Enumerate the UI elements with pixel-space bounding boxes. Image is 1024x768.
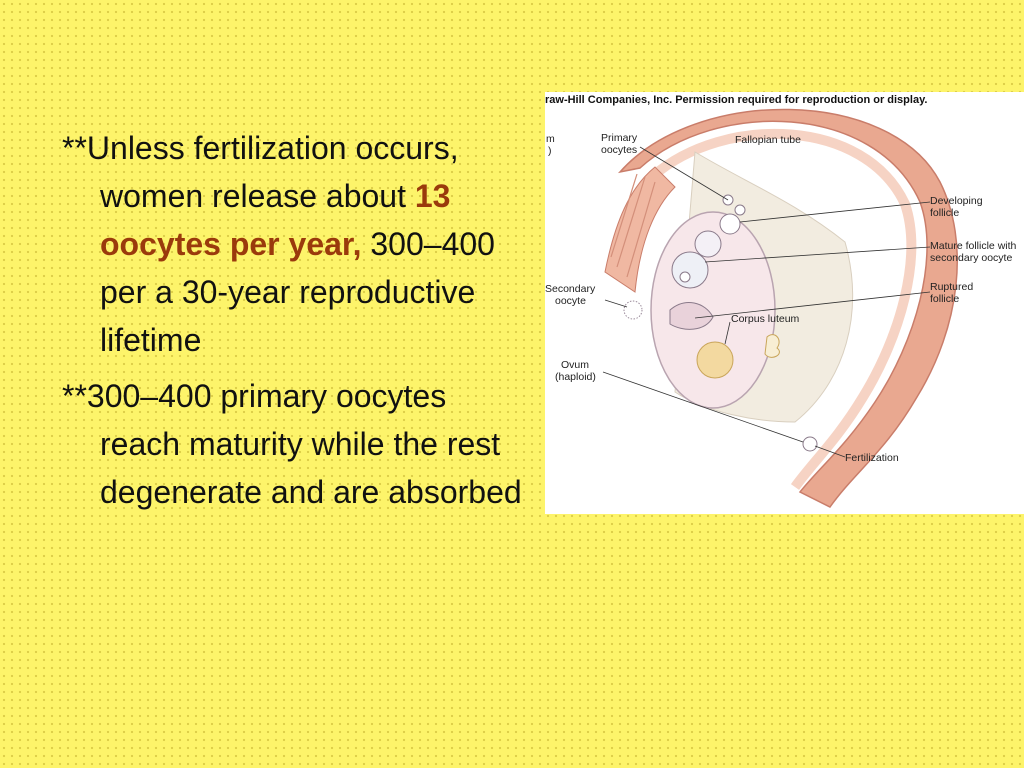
label-primary-oocytes-2: oocytes [601, 144, 637, 156]
fertilized-ovum [802, 436, 818, 452]
leader-lines [602, 146, 931, 458]
tube-outer-wall [617, 108, 958, 508]
bullet1-highlight: 13 oocytes per year, [100, 178, 451, 262]
label-mature-follicle-2: secondary oocyte [930, 252, 1012, 264]
growing-follicle [694, 230, 722, 258]
label-cut-left-2: ) [548, 145, 552, 157]
label-ovum-2: (haploid) [555, 371, 596, 383]
label-fertilization: Fertilization [845, 452, 899, 464]
fimbria-line [610, 173, 656, 278]
corpus-albicans [764, 334, 780, 358]
mature-follicle [671, 251, 709, 289]
mature-follicle-oocyte [679, 271, 691, 283]
label-corpus-luteum: Corpus luteum [731, 313, 800, 325]
label-developing-follicle-2: follicle [930, 207, 959, 219]
label-secondary-oocyte-1: Secondary [545, 283, 596, 295]
slide-text: **Unless fertilization occurs, women rel… [62, 124, 532, 524]
label-ruptured-follicle-2: follicle [930, 293, 959, 305]
fimbriae [604, 166, 676, 293]
label-secondary-oocyte-2: oocyte [555, 295, 586, 307]
ovary-diagram: Primary oocytes Fallopian tube Developin… [545, 92, 1024, 514]
label-primary-oocytes-1: Primary [601, 132, 638, 144]
tube-inner-lining [649, 128, 917, 490]
label-fallopian-tube: Fallopian tube [735, 134, 801, 146]
label-mature-follicle-1: Mature follicle with [930, 240, 1017, 252]
bullet2-text: **300–400 primary oocytes reach maturity… [62, 378, 522, 510]
bullet1-suffix: 300–400 per a 30-year reproductive lifet… [100, 226, 495, 358]
bullet-primary-oocytes: **300–400 primary oocytes reach maturity… [62, 372, 532, 516]
secondary-oocyte [623, 300, 643, 320]
bullet-fertilization: **Unless fertilization occurs, women rel… [62, 124, 532, 364]
primary-follicle [734, 204, 746, 216]
label-developing-follicle-1: Developing [930, 195, 983, 207]
ovary-illustration: Primary oocytes Fallopian tube Developin… [545, 108, 1017, 508]
bullet1-prefix: **Unless fertilization occurs, women rel… [62, 130, 459, 214]
corpus-luteum [696, 341, 734, 379]
label-ruptured-follicle-1: Ruptured [930, 281, 973, 293]
ruptured-follicle [669, 302, 714, 330]
label-cut-left-1: m [546, 133, 555, 145]
copyright-credit: raw-Hill Companies, Inc. Permission requ… [545, 94, 928, 106]
label-ovum-1: Ovum [561, 359, 589, 371]
developing-follicle [719, 213, 741, 235]
